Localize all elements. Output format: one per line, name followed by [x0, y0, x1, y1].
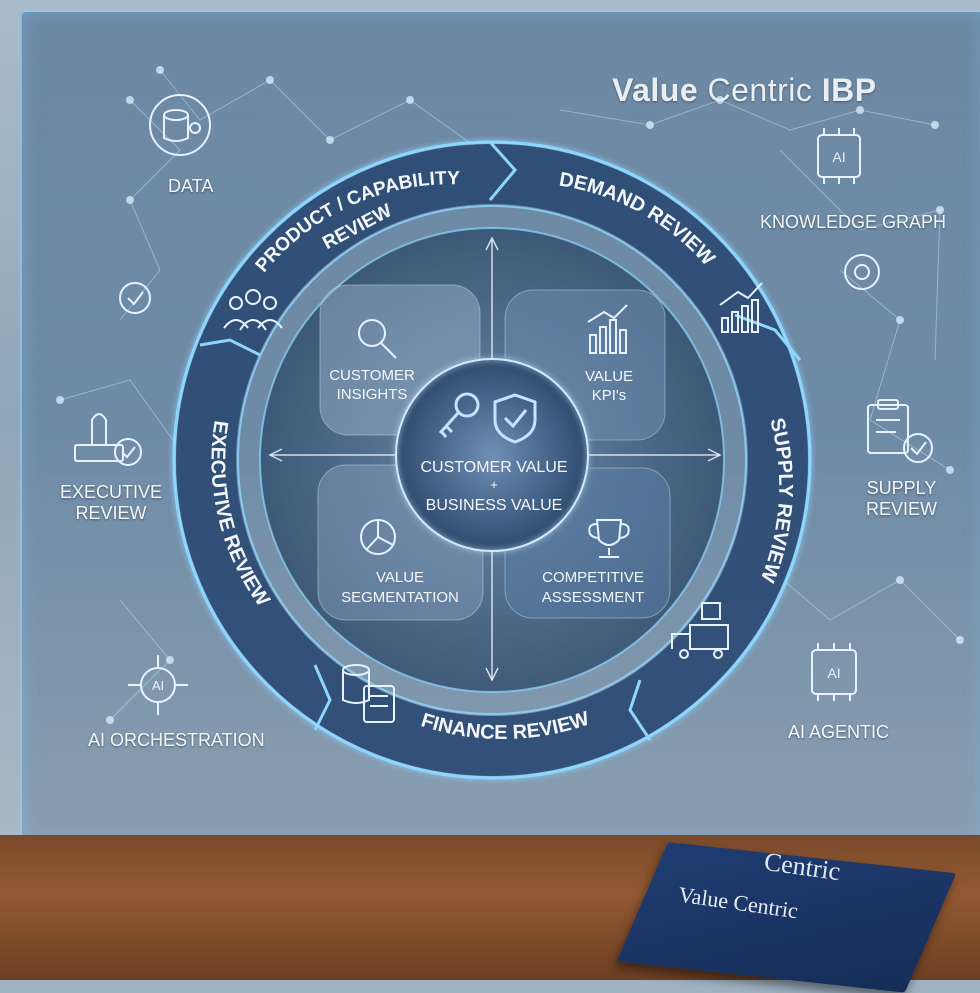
- customer-insights-line1: CUSTOMER: [329, 367, 415, 384]
- center-line3: BUSINESS VALUE: [426, 497, 563, 514]
- side-label-executive-review: EXECUTIVE REVIEW: [60, 482, 162, 524]
- pie-chart-icon: [360, 519, 396, 555]
- competitive-assessment-line2: ASSESSMENT: [542, 589, 645, 606]
- outer-ring-inner-edge: [237, 205, 747, 715]
- side-label-ai-agentic: AI AGENTIC: [788, 722, 890, 742]
- side-label-ai-orchestration: AI ORCHESTRATION: [88, 730, 265, 750]
- outer-ring: [176, 144, 808, 776]
- delivery-truck-icon: [671, 602, 729, 659]
- trophy-icon: [588, 519, 630, 558]
- title-word-ibp: IBP: [821, 72, 877, 108]
- checkmark-network-icon: [119, 282, 151, 314]
- supply-review-line1: SUPPLY: [866, 478, 937, 498]
- executive-review-line1: EXECUTIVE: [60, 482, 163, 502]
- ai-orchestration-icon: [128, 655, 188, 715]
- center-line2: +: [490, 477, 498, 492]
- executive-review-line2: REVIEW: [75, 503, 147, 523]
- brain-network-icon: [844, 254, 880, 290]
- ai-orchestration-icon-text: AI: [152, 678, 164, 693]
- center-labels: CUSTOMER VALUE + BUSINESS VALUE: [421, 459, 568, 514]
- ai-chip-text-top: AI: [832, 149, 845, 165]
- value-kpis-line2: KPI's: [592, 387, 627, 404]
- ai-chip-text-bottom: AI: [827, 665, 840, 681]
- ai-chip-icon-bottom: [811, 643, 857, 701]
- ai-chip-icon-top: [817, 128, 861, 184]
- competitive-assessment-line1: COMPETITIVE: [542, 569, 644, 586]
- value-segmentation-line2: SEGMENTATION: [341, 589, 459, 606]
- title-word-centric: Centric: [707, 72, 813, 108]
- side-label-data: DATA: [168, 176, 214, 196]
- center-circle: [396, 359, 588, 551]
- team-icon: [223, 289, 283, 331]
- supply-review-line2: REVIEW: [866, 499, 938, 519]
- book: Centric Value Centric: [616, 842, 980, 993]
- network-nodes: [56, 66, 964, 724]
- stamp-approval-icon: [74, 413, 142, 466]
- magnifier-icon: [358, 319, 397, 359]
- bar-chart-icon: [587, 304, 628, 354]
- center-circle-edge: [395, 358, 589, 552]
- inner-disc-edge: [259, 227, 725, 693]
- value-segmentation-line1: VALUE: [376, 569, 424, 586]
- key-icon: [438, 392, 480, 438]
- growth-chart-icon: [719, 282, 763, 333]
- side-label-supply-review: SUPPLY REVIEW: [866, 478, 937, 520]
- database-calculator-icon: [342, 664, 395, 723]
- ring-segment-separators: [199, 141, 802, 741]
- title-word-value: Value: [612, 72, 699, 108]
- page-title: Value Centric IBP: [612, 72, 877, 109]
- side-label-knowledge-graph: KNOWLEDGE GRAPH: [760, 212, 947, 232]
- quadrant-labels: CUSTOMER INSIGHTS VALUE KPI's VALUE SEGM…: [329, 367, 644, 606]
- clipboard-check-icon: [867, 399, 933, 463]
- center-line1: CUSTOMER VALUE: [421, 459, 568, 476]
- customer-insights-line2: INSIGHTS: [337, 386, 408, 403]
- shield-check-icon: [493, 393, 537, 444]
- database-gear-icon: [149, 94, 211, 156]
- value-kpis-line1: VALUE: [585, 368, 633, 385]
